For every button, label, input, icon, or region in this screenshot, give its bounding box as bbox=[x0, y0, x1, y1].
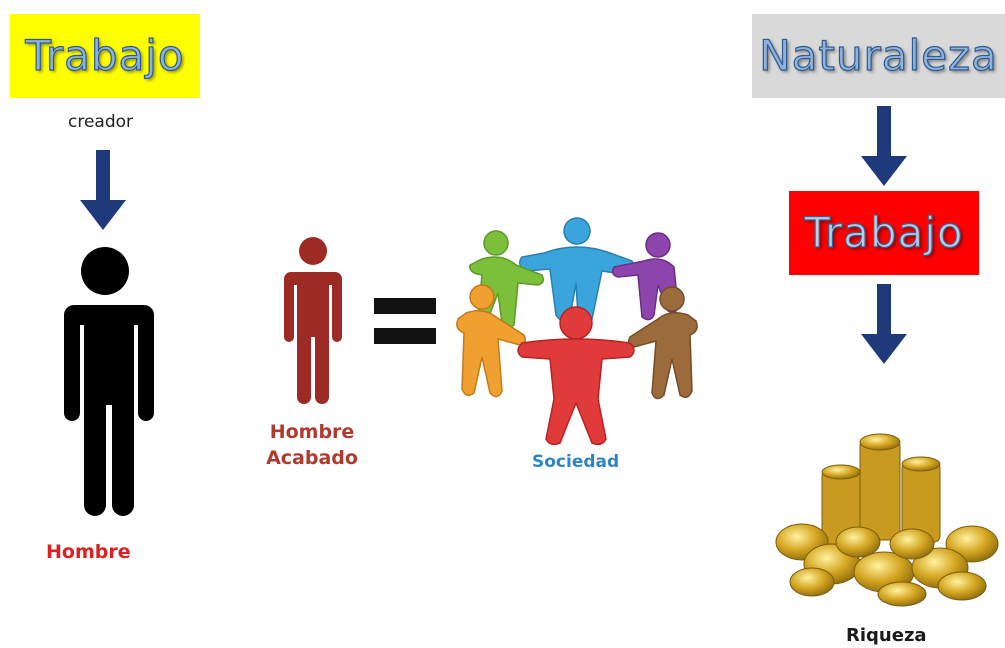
creador-label: creador bbox=[68, 112, 134, 132]
trabajo-title-box: Trabajo bbox=[10, 14, 200, 98]
man-icon bbox=[64, 247, 154, 516]
down-arrow-icon bbox=[80, 150, 126, 230]
equals-icon bbox=[374, 298, 436, 344]
trabajo-title: Trabajo bbox=[25, 31, 185, 80]
society-group-icon bbox=[456, 217, 698, 446]
naturaleza-title-box: Naturaleza bbox=[752, 14, 1005, 98]
naturaleza-title: Naturaleza bbox=[759, 31, 998, 80]
hombre-acabado-label: Hombre Acabado bbox=[262, 420, 362, 471]
trabajo-red-title: Trabajo bbox=[804, 208, 964, 257]
trabajo-red-box: Trabajo bbox=[789, 191, 979, 275]
gold-coins-icon bbox=[775, 433, 999, 607]
hombre-acabado-line2: Acabado bbox=[266, 446, 358, 469]
down-arrow-icon bbox=[861, 284, 907, 364]
sociedad-label: Sociedad bbox=[532, 452, 620, 472]
hombre-label: Hombre bbox=[46, 541, 131, 563]
down-arrow-icon bbox=[861, 106, 907, 186]
riqueza-label: Riqueza bbox=[846, 625, 927, 646]
finished-man-icon bbox=[284, 237, 342, 404]
hombre-acabado-line1: Hombre bbox=[269, 421, 355, 443]
